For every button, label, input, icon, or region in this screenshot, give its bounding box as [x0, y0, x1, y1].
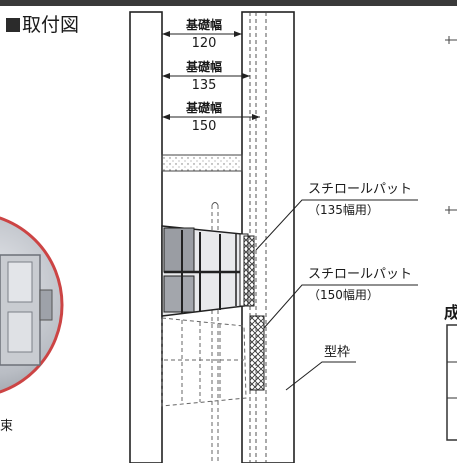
callout-150-title: スチロールパット	[308, 267, 412, 282]
callout-135-sub: （135幅用）	[308, 202, 379, 217]
right-edge-fragments	[445, 36, 457, 441]
dim-value-150: 150	[192, 119, 217, 134]
product-photo	[0, 216, 64, 394]
top-bar	[0, 0, 457, 6]
styrofoam-pad-135	[243, 235, 255, 307]
dimension-150	[162, 114, 260, 120]
section-heading: 取付図	[6, 10, 79, 37]
dim-value-135: 135	[192, 78, 217, 93]
right-fragment-text: 成	[444, 303, 457, 322]
callout-leader-150	[263, 284, 418, 329]
concrete-band	[161, 154, 243, 172]
spacer-device-dashed	[161, 317, 247, 407]
left-fragment-text: 束	[0, 419, 13, 434]
formwork-label: 型枠	[324, 345, 350, 360]
heading-text: 取付図	[22, 14, 80, 36]
dim-value-120: 120	[192, 36, 217, 51]
callout-150-sub: （150幅用）	[308, 287, 379, 302]
callout-leader-135	[255, 199, 418, 251]
dim-label-150: 基礎幅	[185, 100, 222, 115]
dim-label-135: 基礎幅	[185, 59, 222, 74]
styrofoam-pad-150	[249, 315, 265, 391]
left-wall	[129, 11, 163, 463]
dim-label-120: 基礎幅	[185, 17, 222, 32]
formwork-leader	[285, 361, 356, 391]
spacer-device	[161, 225, 249, 317]
square-bullet-icon	[6, 18, 20, 32]
callout-135-title: スチロールパット	[308, 182, 412, 197]
dimension-120	[162, 31, 242, 37]
dimension-135	[162, 73, 250, 79]
